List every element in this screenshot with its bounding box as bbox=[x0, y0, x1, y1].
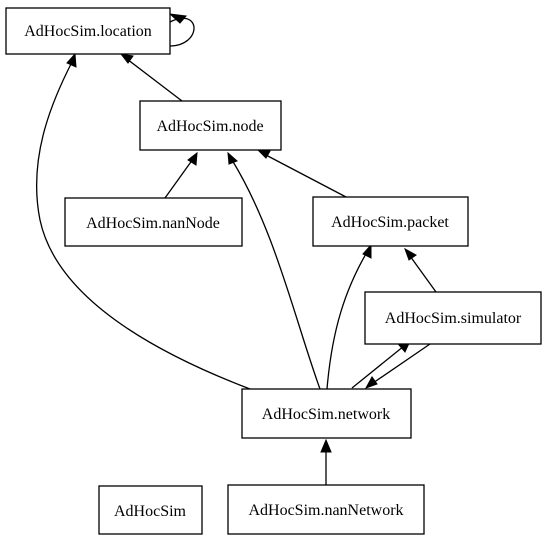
node-packet-label: AdHocSim.packet bbox=[331, 214, 449, 231]
node-simulator[interactable]: AdHocSim.simulator bbox=[364, 291, 542, 345]
edge-simulator-to-packet bbox=[404, 247, 437, 293]
node-packet[interactable]: AdHocSim.packet bbox=[312, 196, 469, 247]
node-location-label: AdHocSim.location bbox=[24, 23, 152, 40]
edge-network-to-simulator bbox=[351, 340, 411, 389]
edge-packet-to-node bbox=[256, 149, 347, 198]
node-simulator-label: AdHocSim.simulator bbox=[385, 310, 522, 327]
edge-location-self bbox=[168, 13, 195, 47]
edge-network-to-location bbox=[36, 52, 251, 390]
node-node[interactable]: AdHocSim.node bbox=[139, 100, 282, 151]
node-network[interactable]: AdHocSim.network bbox=[241, 388, 412, 439]
node-nannetwork[interactable]: AdHocSim.nanNetwork bbox=[227, 484, 425, 535]
node-nannetwork-label: AdHocSim.nanNetwork bbox=[248, 502, 403, 519]
node-location[interactable]: AdHocSim.location bbox=[5, 7, 171, 55]
node-adhocsim[interactable]: AdHocSim bbox=[98, 485, 203, 535]
edge-network-to-node bbox=[227, 151, 321, 390]
node-node-label: AdHocSim.node bbox=[156, 118, 263, 135]
node-nannode-label: AdHocSim.nanNode bbox=[86, 215, 220, 232]
edge-network-to-packet bbox=[326, 243, 372, 390]
edge-nannetwork-to-network bbox=[320, 438, 332, 485]
edge-simulator-to-network bbox=[364, 343, 431, 389]
node-network-label: AdHocSim.network bbox=[262, 406, 390, 423]
edge-node-to-location bbox=[119, 53, 183, 102]
node-nannode[interactable]: AdHocSim.nanNode bbox=[64, 197, 243, 247]
node-adhocsim-label: AdHocSim bbox=[114, 503, 187, 520]
edge-nannode-to-node bbox=[164, 151, 198, 199]
